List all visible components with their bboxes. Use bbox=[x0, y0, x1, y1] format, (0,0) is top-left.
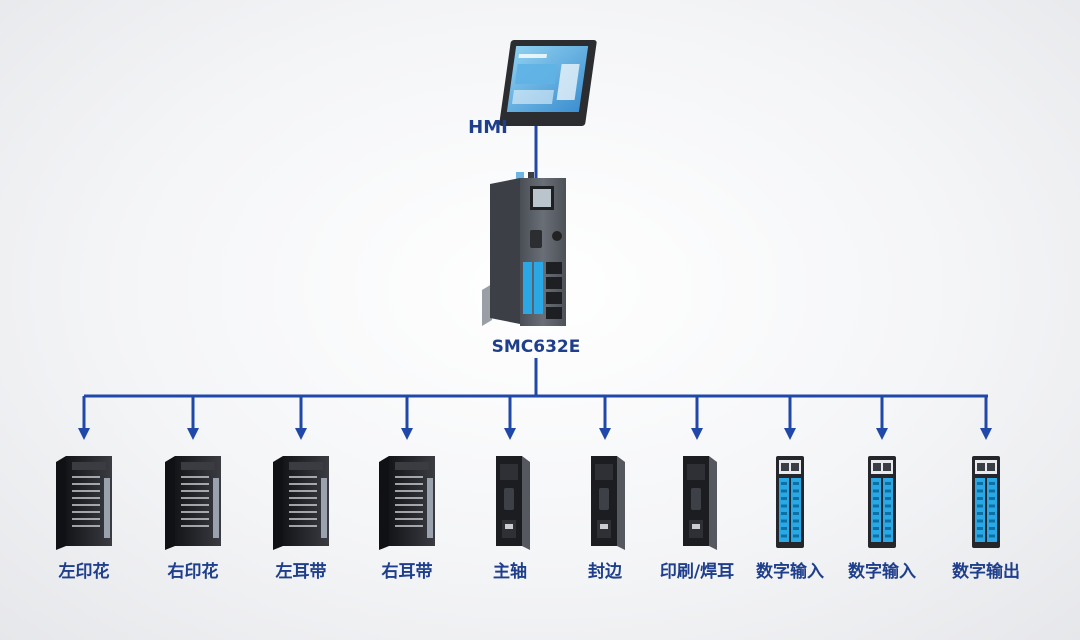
controller-label: SMC632E bbox=[492, 337, 581, 357]
device-label: 数字输入 bbox=[848, 561, 916, 582]
device-label: 数字输出 bbox=[952, 561, 1020, 582]
device-label: 印刷/焊耳 bbox=[660, 562, 734, 582]
io-module-icon bbox=[776, 456, 804, 548]
arrow-down-icon bbox=[599, 428, 611, 440]
device-label: 左耳带 bbox=[276, 561, 327, 582]
slave-devices: 左印花 右印花 左耳带 右耳带 主轴 封边 印刷/焊耳 数字输入 数字输入 数字输出 bbox=[56, 396, 1020, 582]
device-label: 主轴 bbox=[493, 561, 527, 582]
io-module-icon bbox=[972, 456, 1000, 548]
device-label: 左印花 bbox=[59, 561, 110, 582]
hmi-device: HMI bbox=[468, 40, 597, 138]
arrow-down-icon bbox=[504, 428, 516, 440]
servo-drive-icon bbox=[496, 456, 530, 550]
arrow-down-icon bbox=[784, 428, 796, 440]
arrow-down-icon bbox=[980, 428, 992, 440]
device-node: 数字输出 bbox=[952, 396, 1020, 582]
servo-drive-icon bbox=[591, 456, 625, 550]
stepper-driver-icon bbox=[56, 456, 112, 550]
device-label: 右耳带 bbox=[382, 561, 433, 582]
device-node: 右印花 bbox=[165, 396, 221, 582]
servo-drive-icon bbox=[683, 456, 717, 550]
touchscreen-hmi-icon bbox=[499, 40, 597, 126]
device-node: 左耳带 bbox=[273, 396, 329, 582]
device-node: 印刷/焊耳 bbox=[660, 396, 734, 582]
device-node: 左印花 bbox=[56, 396, 112, 582]
device-label: 右印花 bbox=[168, 561, 219, 582]
device-label: 封边 bbox=[588, 561, 623, 582]
arrow-down-icon bbox=[401, 428, 413, 440]
arrow-down-icon bbox=[691, 428, 703, 440]
device-node: 数字输入 bbox=[848, 396, 916, 582]
arrow-down-icon bbox=[876, 428, 888, 440]
controller-device: SMC632E bbox=[482, 172, 580, 357]
io-module-icon bbox=[868, 456, 896, 548]
stepper-driver-icon bbox=[165, 456, 221, 550]
device-node: 封边 bbox=[588, 396, 625, 582]
motion-controller-icon bbox=[482, 172, 566, 326]
hmi-label: HMI bbox=[468, 117, 508, 138]
arrow-down-icon bbox=[295, 428, 307, 440]
arrow-down-icon bbox=[187, 428, 199, 440]
device-node: 右耳带 bbox=[379, 396, 435, 582]
device-label: 数字输入 bbox=[756, 561, 824, 582]
device-node: 主轴 bbox=[493, 396, 530, 582]
stepper-driver-icon bbox=[379, 456, 435, 550]
device-node: 数字输入 bbox=[756, 396, 824, 582]
stepper-driver-icon bbox=[273, 456, 329, 550]
arrow-down-icon bbox=[78, 428, 90, 440]
